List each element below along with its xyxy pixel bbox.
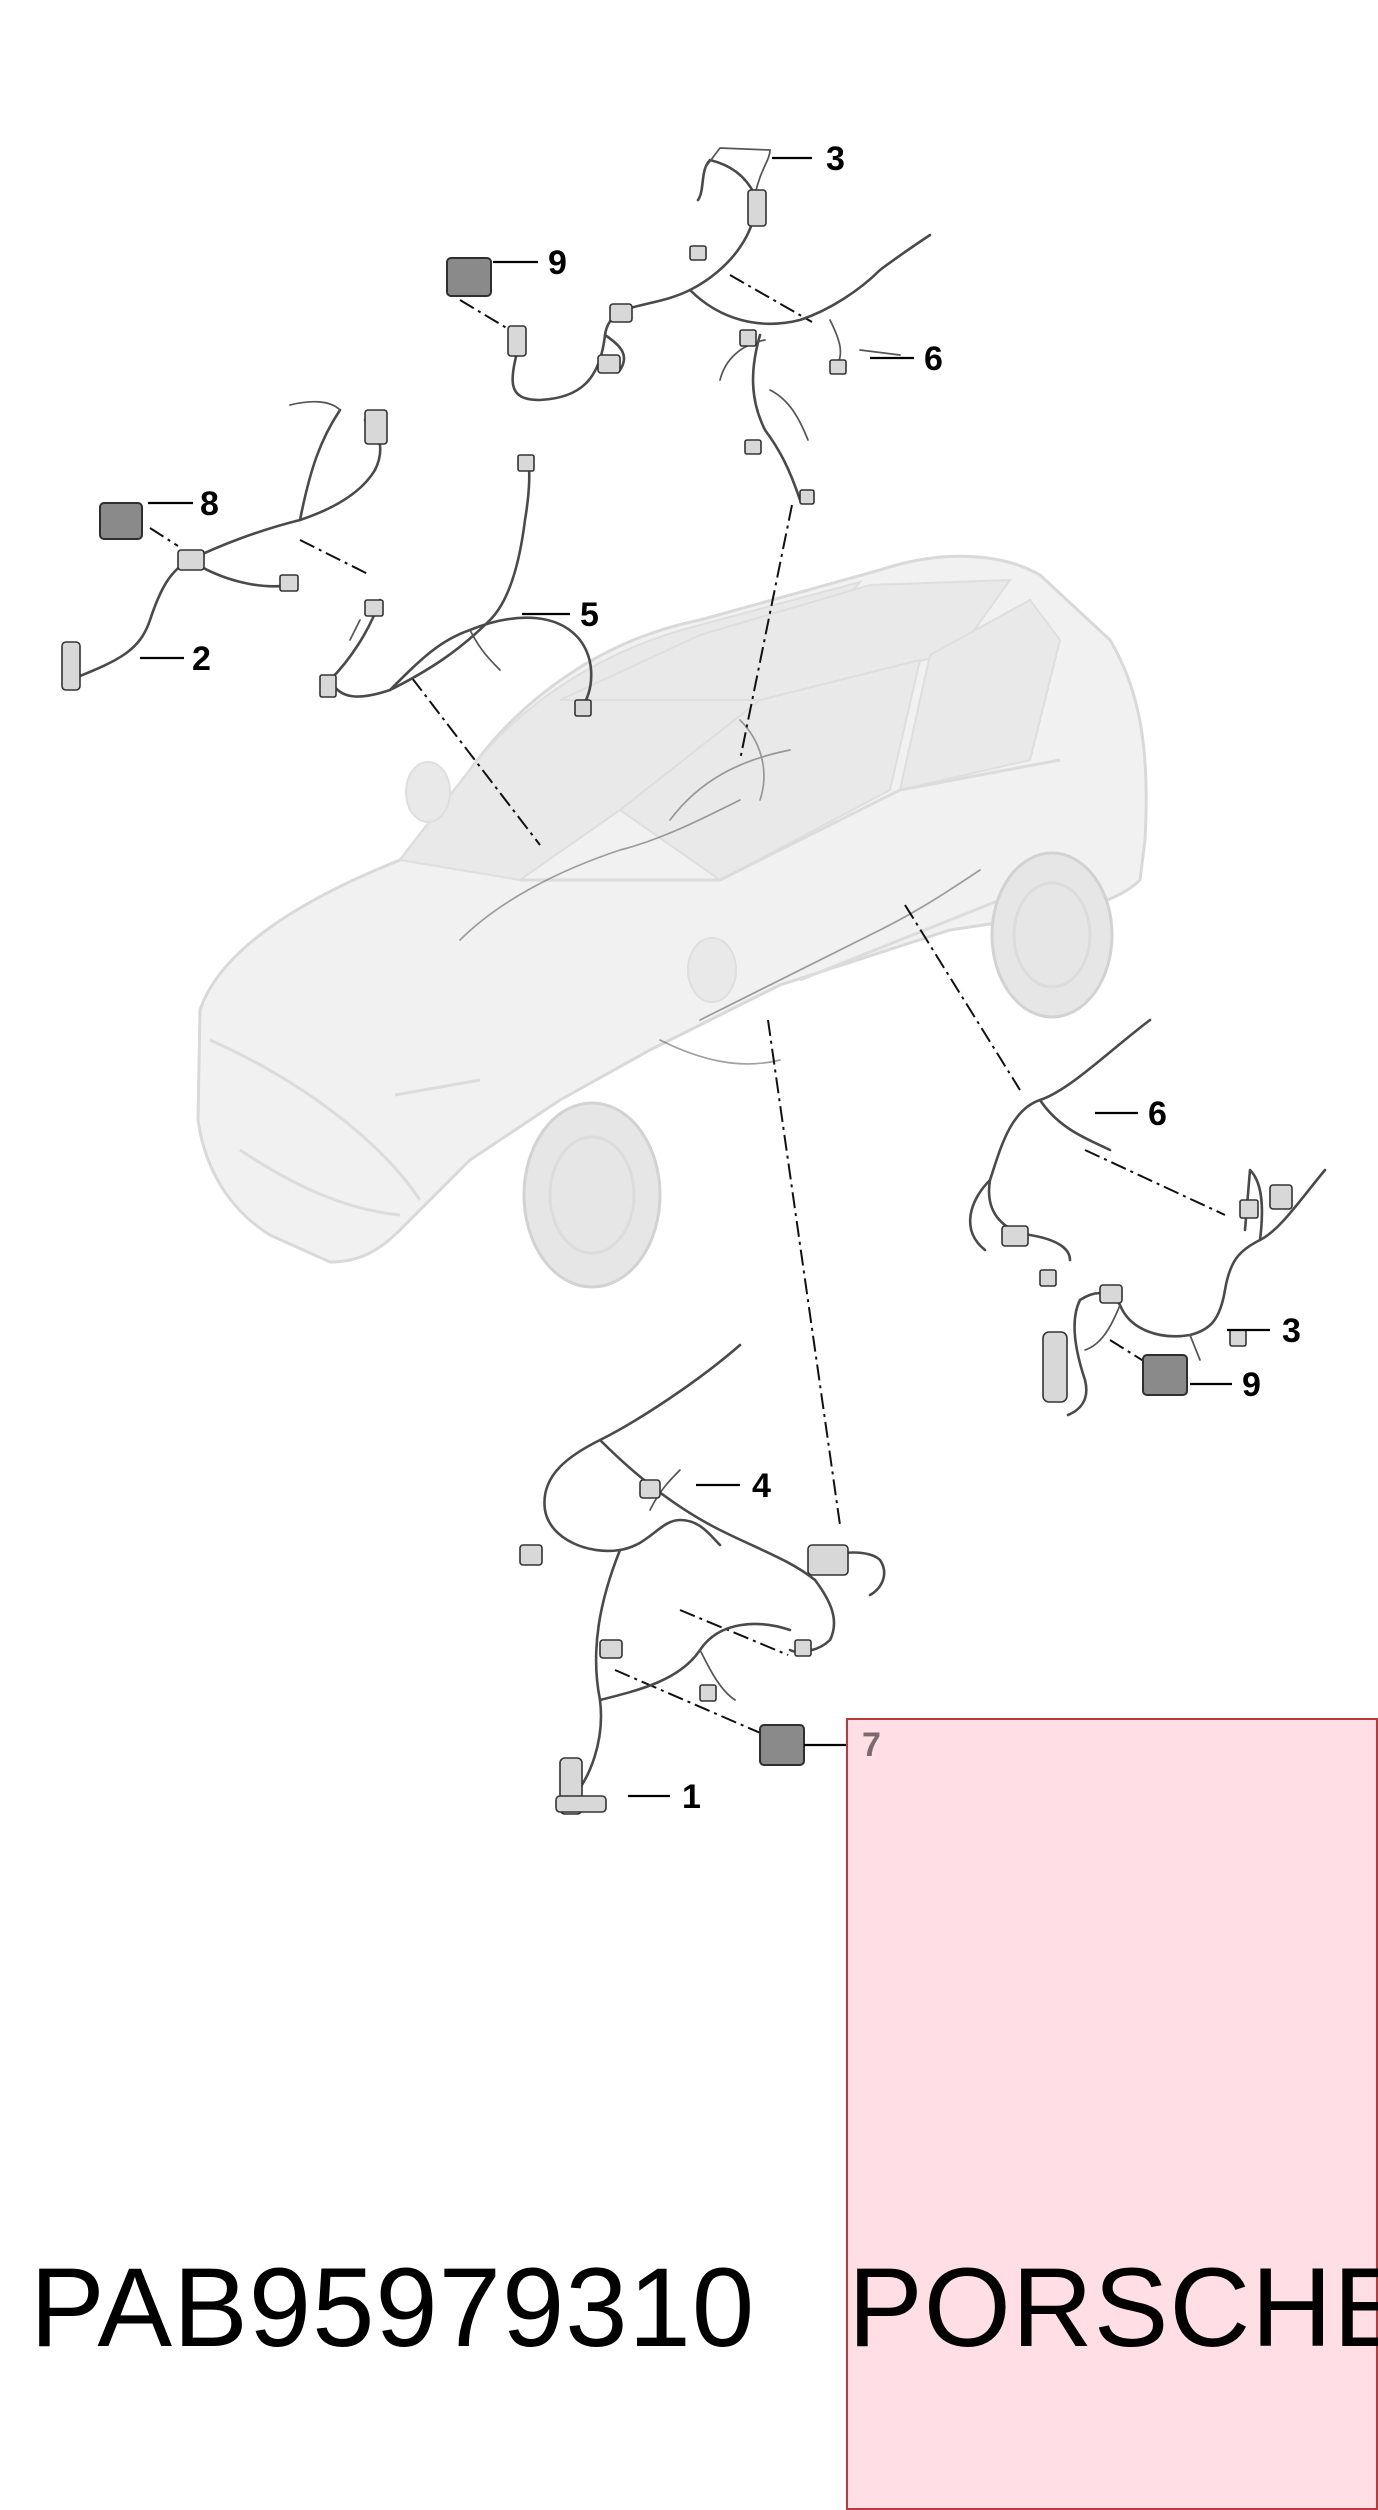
callout-1: 1 xyxy=(682,1778,701,1816)
harness-assembly-right xyxy=(968,1018,1327,1417)
brand-name: PORSCHE xyxy=(848,2245,1378,2370)
harness-assembly-top xyxy=(446,147,932,505)
callout-9-top: 9 xyxy=(548,244,567,282)
part-number: PAB95979310 xyxy=(30,2245,756,2370)
assembly-link-lines xyxy=(149,274,1226,1736)
callouts: 3 9 6 8 5 2 6 3 9 4 1 xyxy=(140,140,1301,1816)
highlighted-part-panel: 7 xyxy=(846,1718,1378,2510)
harness-assembly-left xyxy=(61,400,593,717)
callout-9-right: 9 xyxy=(1242,1366,1261,1404)
callout-2: 2 xyxy=(192,640,211,678)
callout-8: 8 xyxy=(200,485,219,523)
callout-6-top: 6 xyxy=(924,340,943,378)
callout-7: 7 xyxy=(862,1726,881,1764)
callout-3-right: 3 xyxy=(1282,1312,1301,1350)
car-harness-hints xyxy=(459,719,981,1065)
harness-assembly-bottom xyxy=(519,1343,886,1815)
vehicle-silhouette xyxy=(196,554,1148,1289)
callout-3-top: 3 xyxy=(826,140,845,178)
callout-6-right: 6 xyxy=(1148,1095,1167,1133)
callout-5: 5 xyxy=(580,596,599,634)
callout-4: 4 xyxy=(752,1467,771,1505)
